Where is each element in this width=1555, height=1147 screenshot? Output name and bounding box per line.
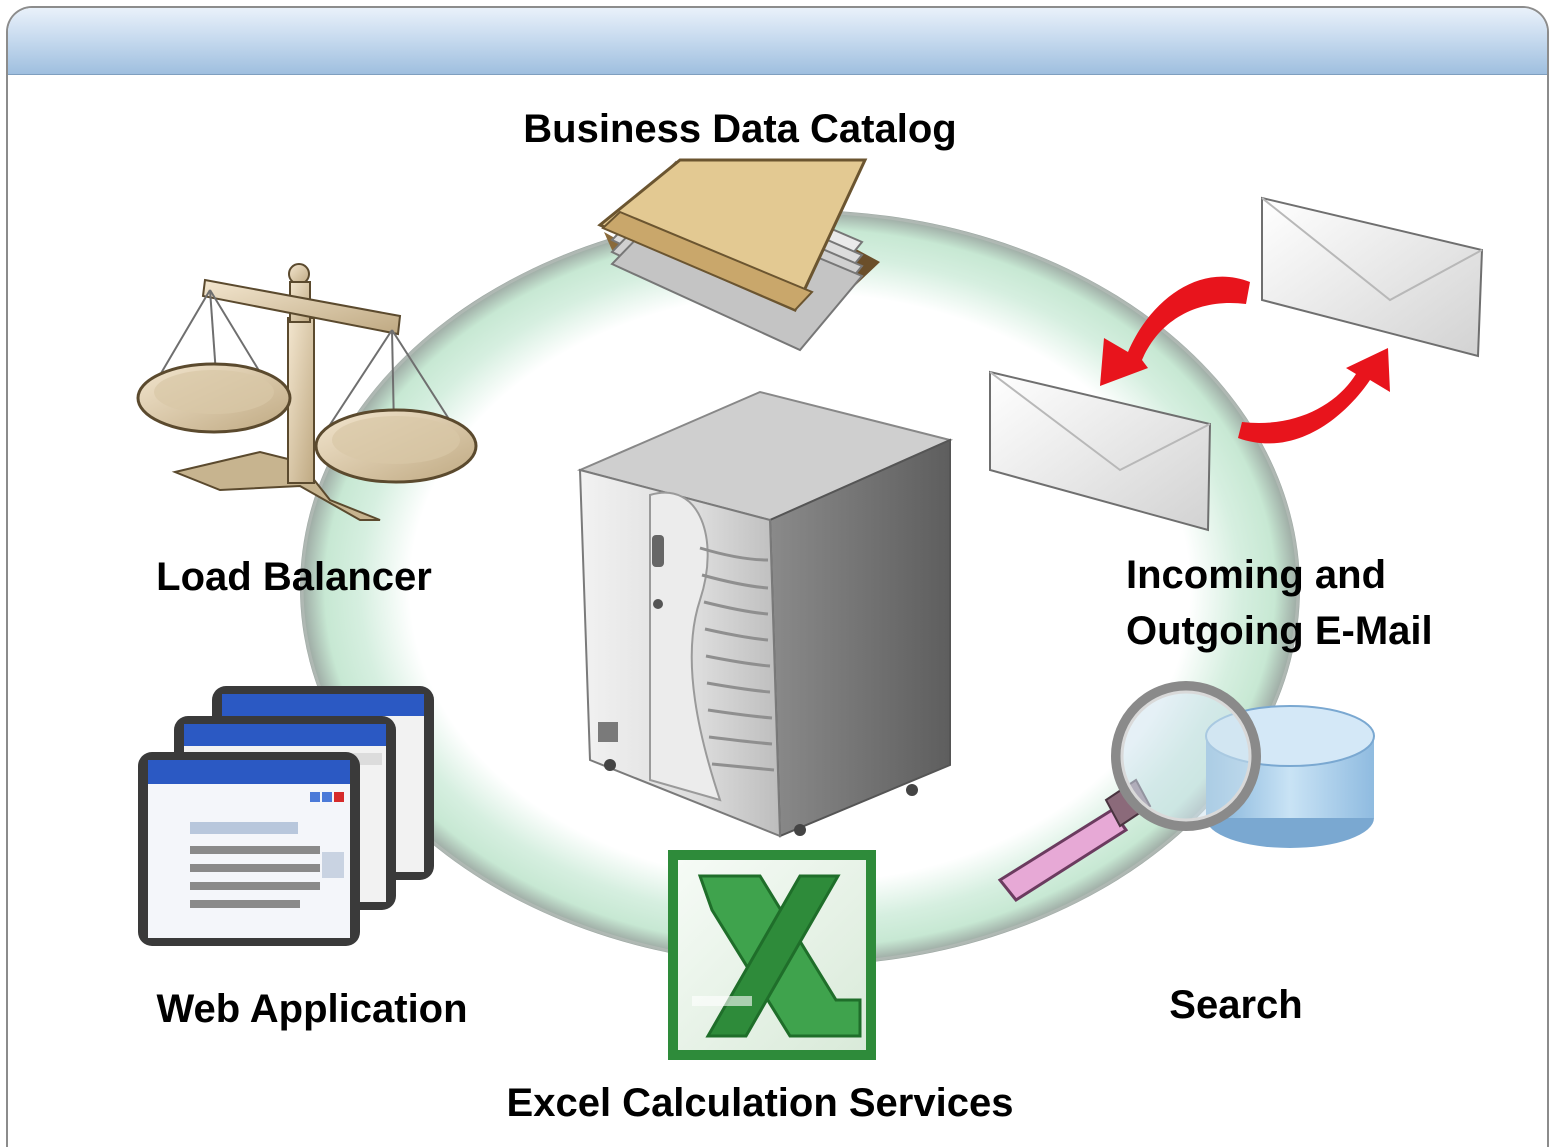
title-bar (8, 8, 1547, 75)
server-tower-icon (576, 390, 954, 838)
label-search: Search (1169, 983, 1302, 1027)
arrow-incoming-icon (1100, 276, 1250, 386)
browser-window-front (138, 752, 360, 946)
magnifier-database-icon (997, 681, 1375, 902)
label-web-application: Web Application (156, 987, 467, 1031)
scales-icon (136, 263, 478, 521)
label-excel-calculation-services: Excel Calculation Services (507, 1081, 1014, 1125)
label-load-balancer: Load Balancer (156, 555, 432, 599)
excel-icon (668, 850, 876, 1060)
email-arrows (1100, 276, 1390, 444)
label-email-line2: Outgoing E-Mail (1126, 609, 1433, 653)
envelopes-icon (989, 196, 1484, 532)
binder-icon (597, 158, 880, 352)
label-email-line1: Incoming and (1126, 553, 1386, 597)
label-business-data-catalog: Business Data Catalog (523, 107, 956, 151)
arrow-outgoing-icon (1238, 348, 1390, 444)
browser-windows-icon (138, 686, 434, 946)
